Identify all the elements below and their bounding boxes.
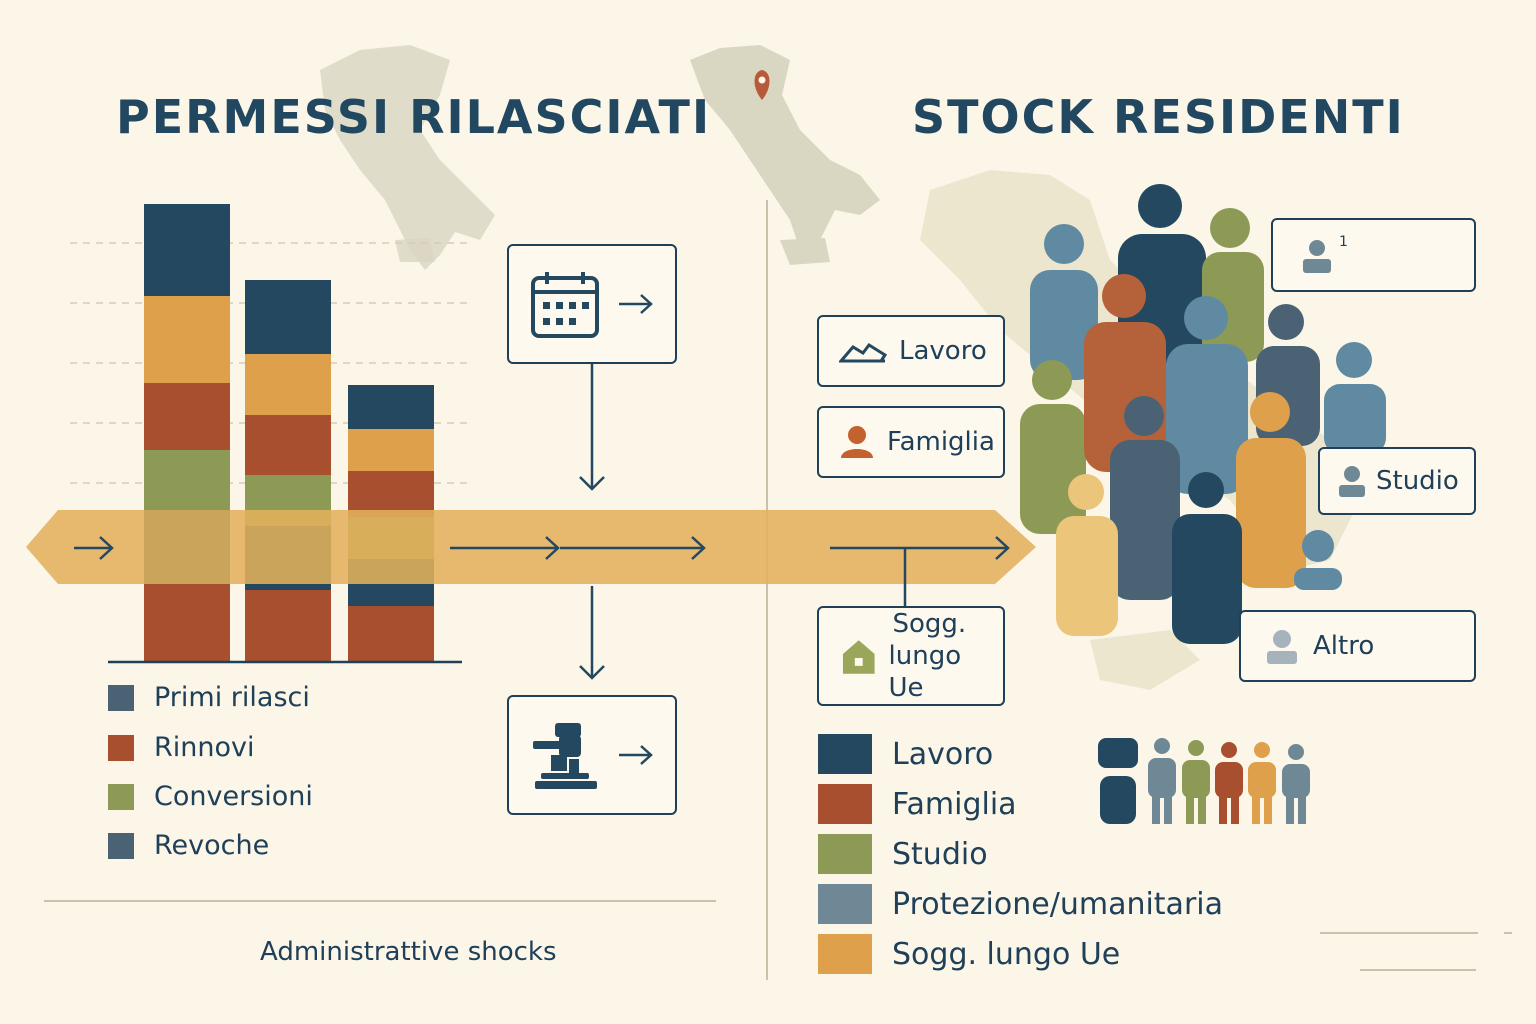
legend-label: Rinnovi: [154, 732, 255, 763]
left-title: PERMESSI RILASCIATI: [116, 90, 712, 144]
left-legend-item-2: Rinnovi: [108, 732, 255, 763]
right-legend-item-4: Protezione/umanitaria: [818, 884, 1223, 924]
legend-swatch: [108, 783, 134, 810]
card-number-label: 1: [1339, 234, 1348, 250]
card-label: Studio: [1376, 466, 1459, 496]
legend-label: Conversioni: [154, 781, 313, 812]
left-legend-item-1: Primi rilasci: [108, 682, 310, 713]
legend-swatch: [818, 884, 872, 924]
card-altro: Altro: [1239, 610, 1476, 682]
card-famiglia: Famiglia: [817, 406, 1005, 478]
small-people-icons: [1098, 738, 1310, 824]
right-legend-item-5: Sogg. lungo Ue: [818, 934, 1120, 974]
gavel-icon: [533, 723, 597, 789]
person-icon: [1303, 240, 1331, 273]
calendar-card: [507, 244, 677, 364]
card-number: 1: [1271, 218, 1476, 292]
card-studio: Studio: [1318, 447, 1476, 515]
caption-text: Administrattive shocks: [260, 937, 557, 967]
person-icon: [841, 426, 873, 458]
gavel-card: [507, 695, 677, 815]
card-sogg-lungo: Sogg. lungo Ue: [817, 606, 1005, 706]
arrow-right-icon: [619, 294, 653, 314]
card-lavoro: Lavoro: [817, 315, 1005, 387]
card-label: Famiglia: [887, 427, 995, 457]
left-legend-item-3: Conversioni: [108, 781, 313, 812]
legend-label: Protezione/umanitaria: [892, 886, 1223, 922]
hand-icon: [839, 342, 887, 363]
legend-swatch: [108, 734, 134, 761]
right-legend-item-3: Studio: [818, 834, 988, 874]
card-label: Altro: [1313, 631, 1375, 661]
left-legend-item-4: Revoche: [108, 830, 269, 861]
legend-label: Lavoro: [892, 736, 994, 772]
right-title: STOCK RESIDENTI: [912, 90, 1405, 144]
legend-label: Famiglia: [892, 786, 1017, 822]
stacked-bar-2: [245, 280, 331, 662]
right-legend-item-2: Famiglia: [818, 784, 1017, 824]
legend-label: Revoche: [154, 830, 270, 861]
legend-swatch: [818, 734, 872, 774]
people-crowd-icon: [1020, 184, 1386, 644]
home-card-line1: Sogg.: [892, 609, 967, 639]
legend-label: Primi rilasci: [154, 682, 310, 713]
calendar-icon: [531, 272, 599, 338]
legend-swatch: [818, 834, 872, 874]
person-icon: [1267, 630, 1297, 664]
stacked-bar-1: [144, 204, 230, 662]
home-card-line2: lungo Ue: [888, 641, 962, 703]
right-legend-item-1: Lavoro: [818, 734, 993, 774]
card-label: Lavoro: [899, 336, 987, 366]
map-pin-icon: [754, 70, 770, 100]
italy-map-left: [320, 45, 495, 270]
arrow-right-icon: [619, 745, 653, 765]
legend-swatch: [818, 934, 872, 974]
home-icon: [842, 640, 875, 674]
legend-label: Sogg. lungo Ue: [892, 936, 1121, 972]
italy-map-center: [690, 45, 880, 250]
legend-swatch: [818, 784, 872, 824]
person-icon: [1339, 466, 1365, 497]
legend-swatch: [108, 832, 134, 859]
legend-label: Studio: [892, 836, 988, 872]
legend-swatch: [108, 684, 134, 711]
